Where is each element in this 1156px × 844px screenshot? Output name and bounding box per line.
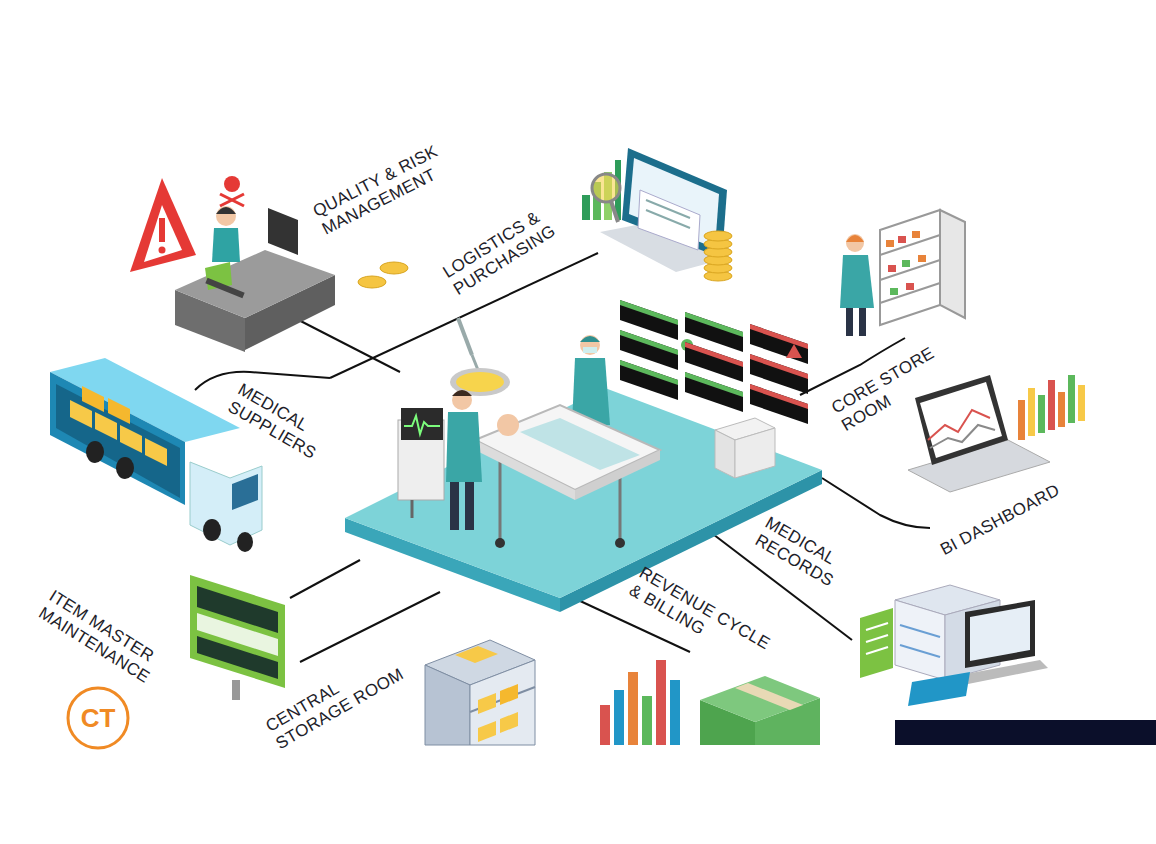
section-label: BI DASHBOARD (937, 480, 1063, 559)
bi-dashboard-scene (908, 375, 1085, 492)
section-label: MEDICAL SUPPLIERS (225, 380, 335, 466)
section-label: CENTRAL STORAGE ROOM (262, 647, 407, 753)
surgeon-back (572, 335, 610, 425)
item-master-monitor (190, 575, 285, 700)
section-label: MEDICAL RECORDS (752, 513, 858, 597)
revenue-scene (600, 660, 820, 745)
logo-text: CT (81, 705, 116, 731)
logo-ring (68, 688, 128, 748)
section-label: LOGISTICS & PURCHASING (440, 197, 571, 299)
section-label: ITEM MASTER MAINTENANCE (35, 586, 174, 693)
surgical-lamp (450, 318, 510, 396)
operating-bed (475, 405, 660, 548)
core-store-scene (840, 210, 965, 336)
medical-records-scene (860, 585, 1048, 706)
section-label: QUALITY & RISK MANAGEMENT (310, 131, 470, 238)
equipment-cart (715, 418, 775, 478)
logistics-laptop-scene (582, 148, 732, 281)
monitor-console (398, 408, 444, 518)
dark-bar (895, 720, 1156, 745)
central-storage-shelf (425, 640, 535, 745)
supplier-truck (50, 358, 262, 552)
operating-platform (345, 388, 822, 612)
monitor-wall (620, 300, 808, 424)
section-label: REVENUE CYCLE & BILLING (626, 563, 784, 677)
leader-lines (195, 253, 930, 662)
section-label: CORE STORE ROOM (828, 341, 951, 435)
surgeon-front (446, 390, 482, 530)
